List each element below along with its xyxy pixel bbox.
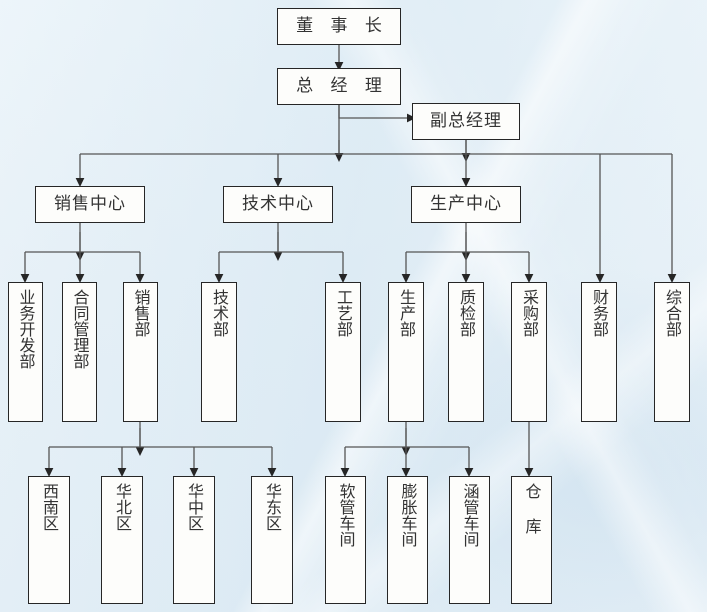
edge-gm-to-deputy xyxy=(338,105,416,123)
node-finance-department[interactable]: 财务部 xyxy=(581,282,617,422)
node-culvert-workshop[interactable]: 涵管车间 xyxy=(449,476,490,604)
node-process-department[interactable]: 工艺部 xyxy=(325,282,361,422)
node-technology-department[interactable]: 技术部 xyxy=(201,282,237,422)
node-production-center[interactable]: 生产中心 xyxy=(411,186,521,223)
node-technology-center[interactable]: 技术中心 xyxy=(223,186,333,223)
node-north-china-region[interactable]: 华北区 xyxy=(101,476,143,604)
node-general-affairs-department[interactable]: 综合部 xyxy=(654,282,690,422)
node-deputy-general-manager[interactable]: 副总经理 xyxy=(412,103,520,140)
node-production-department[interactable]: 生产部 xyxy=(388,282,424,422)
node-purchasing-department[interactable]: 采购部 xyxy=(511,282,547,422)
node-chairman[interactable]: 董 事 长 xyxy=(277,8,401,45)
node-business-development-department[interactable]: 业务开发部 xyxy=(8,282,43,422)
node-contract-management-department[interactable]: 合同管理部 xyxy=(62,282,97,422)
node-general-manager[interactable]: 总 经 理 xyxy=(277,68,401,105)
node-expansion-workshop[interactable]: 膨胀车间 xyxy=(387,476,428,604)
node-hose-workshop[interactable]: 软管车间 xyxy=(325,476,366,604)
node-sales-center[interactable]: 销售中心 xyxy=(35,186,145,223)
node-sales-department[interactable]: 销售部 xyxy=(123,282,158,422)
node-warehouse[interactable]: 仓 库 xyxy=(511,476,552,604)
node-quality-inspection-department[interactable]: 质检部 xyxy=(448,282,484,422)
node-central-china-region[interactable]: 华中区 xyxy=(173,476,215,604)
node-east-china-region[interactable]: 华东区 xyxy=(251,476,293,604)
node-southwest-region[interactable]: 西南区 xyxy=(28,476,70,604)
